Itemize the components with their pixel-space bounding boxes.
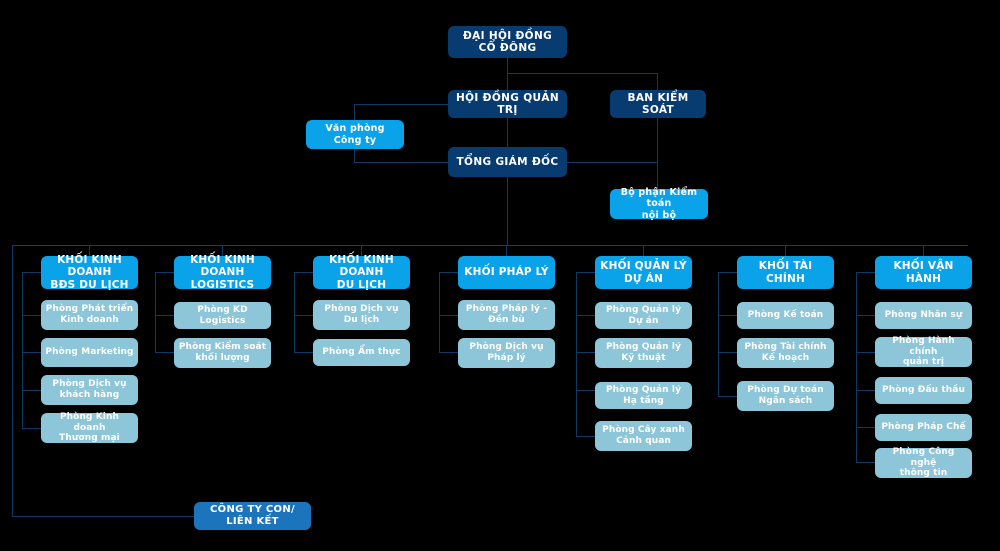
node-supervisory-board[interactable]: BAN KIỂM SOÁT: [610, 90, 706, 118]
connector-supervisory-down-stub: [657, 73, 658, 90]
connector-division-bus: [12, 245, 968, 246]
connector-col5-dept-3: [576, 390, 595, 391]
connector-col7-dept-1: [856, 315, 875, 316]
node-dept-7-4[interactable]: Phòng Pháp Chế: [875, 414, 972, 441]
connector-col1-dept-1: [22, 315, 41, 316]
connector-col4-dept-1: [439, 315, 458, 316]
connector-col1-head: [22, 272, 41, 273]
connector-office-up: [354, 104, 355, 120]
connector-col7-head: [856, 272, 875, 273]
connector-bus-drop-4: [506, 245, 507, 257]
connector-col4-head: [439, 272, 458, 273]
node-dept-5-4[interactable]: Phòng Cây xanh Cảnh quan: [595, 421, 692, 451]
connector-col1-spine: [22, 272, 23, 429]
node-dept-7-3[interactable]: Phòng Đấu thầu: [875, 377, 972, 404]
node-board-of-directors[interactable]: HỘI ĐỒNG QUẢN TRỊ: [448, 90, 567, 118]
connector-col6-dept-1: [718, 315, 737, 316]
connector-bod-to-gd: [507, 117, 508, 147]
connector-bus-drop-2: [222, 245, 223, 257]
connector-col3-dept-2: [294, 352, 313, 353]
connector-col2-spine: [155, 272, 156, 353]
connector-col5-dept-2: [576, 352, 595, 353]
connector-col5-spine: [576, 272, 577, 436]
node-division-2[interactable]: KHỐI KINH DOANH LOGISTICS: [174, 254, 271, 291]
connector-col1-dept-3: [22, 390, 41, 391]
node-dept-1-4[interactable]: Phòng Kinh doanh Thương mại: [41, 412, 138, 443]
node-dept-5-2[interactable]: Phòng Quản lý Kỹ thuật: [595, 338, 692, 368]
connector-col6-dept-2: [718, 352, 737, 353]
node-dept-5-3[interactable]: Phòng Quản lý Hạ tầng: [595, 382, 692, 409]
connector-spine-to-subsidiary: [12, 516, 194, 517]
node-company-office[interactable]: Văn phòng Công ty: [306, 120, 404, 149]
connector-col7-dept-2: [856, 352, 875, 353]
node-dept-3-1[interactable]: Phòng Dịch vụ Du lịch: [313, 300, 410, 330]
connector-col1-dept-4: [22, 428, 41, 429]
connector-bus-drop-1: [89, 245, 90, 257]
connector-office-to-gd-h: [354, 162, 448, 163]
connector-office-down: [354, 149, 355, 162]
connector-supervisory-to-audit: [657, 117, 658, 189]
node-division-3[interactable]: KHỐI KINH DOANH DU LỊCH: [313, 254, 410, 291]
node-dept-3-2[interactable]: Phòng Ẩm thực: [313, 339, 410, 366]
node-dept-2-1[interactable]: Phòng KD Logistics: [174, 302, 271, 329]
node-shareholders-meeting[interactable]: ĐẠI HỘI ĐỒNG CỔ ĐÔNG: [448, 26, 567, 58]
node-dept-7-5[interactable]: Phòng Công nghệ thông tin: [875, 447, 972, 478]
node-division-4[interactable]: KHỐI PHÁP LÝ: [458, 256, 555, 289]
node-dept-1-1[interactable]: Phòng Phát triển Kinh doanh: [41, 300, 138, 330]
node-general-director[interactable]: TỔNG GIÁM ĐỐC: [448, 147, 567, 177]
connector-bod-to-office-h: [354, 104, 448, 105]
connector-col3-dept-1: [294, 315, 313, 316]
connector-bus-drop-3: [361, 245, 362, 257]
connector-col3-head: [294, 272, 313, 273]
connector-col7-dept-4: [856, 427, 875, 428]
connector-bus-drop-7: [923, 245, 924, 257]
connector-bus-drop-6: [785, 245, 786, 257]
connector-col5-head: [576, 272, 595, 273]
connector-col6-head: [718, 272, 737, 273]
node-dept-4-2[interactable]: Phòng Dịch vụ Pháp lý: [458, 338, 555, 368]
node-subsidiary[interactable]: CÔNG TY CON/ LIÊN KẾT: [194, 502, 311, 530]
connector-col7-dept-5: [856, 462, 875, 463]
connector-gd-to-bus: [507, 177, 508, 245]
connector-left-spine: [12, 245, 13, 516]
connector-col4-spine: [439, 272, 440, 353]
connector-col5-dept-1: [576, 315, 595, 316]
node-dept-1-2[interactable]: Phòng Marketing: [41, 338, 138, 367]
connector-col2-head: [155, 272, 174, 273]
connector-col6-dept-3: [718, 396, 737, 397]
connector-col3-spine: [294, 272, 295, 353]
connector-col4-dept-2: [439, 352, 458, 353]
connector-gd-to-audit-spine: [567, 162, 658, 163]
node-division-7[interactable]: KHỐI VẬN HÀNH: [875, 256, 972, 289]
node-dept-7-1[interactable]: Phòng Nhân sự: [875, 302, 972, 329]
connector-col7-dept-3: [856, 390, 875, 391]
connector-col6-spine: [718, 272, 719, 396]
node-dept-6-2[interactable]: Phòng Tài chính Kế hoạch: [737, 338, 834, 368]
connector-col7-spine: [856, 272, 857, 462]
node-division-6[interactable]: KHỐI TÀI CHÍNH: [737, 256, 834, 289]
node-internal-audit[interactable]: Bộ phận Kiểm toán nội bộ: [610, 187, 708, 221]
connector-bus-drop-5: [643, 245, 644, 257]
node-dept-6-1[interactable]: Phòng Kế toán: [737, 302, 834, 329]
node-dept-6-3[interactable]: Phòng Dự toán Ngân sách: [737, 381, 834, 411]
connector-shareholders-to-supervisory: [507, 73, 658, 74]
node-dept-1-3[interactable]: Phòng Dịch vụ khách hàng: [41, 375, 138, 405]
connector-col5-dept-4: [576, 436, 595, 437]
node-dept-4-1[interactable]: Phòng Pháp lý - Đền bù: [458, 300, 555, 330]
node-dept-7-2[interactable]: Phòng Hành chính quản trị: [875, 336, 972, 367]
connector-col2-dept-1: [155, 315, 174, 316]
connector-col1-dept-2: [22, 352, 41, 353]
node-division-5[interactable]: KHỐI QUẢN LÝ DỰ ÁN: [595, 256, 692, 289]
connector-col2-dept-2: [155, 352, 174, 353]
node-division-1[interactable]: KHỐI KINH DOANH BĐS DU LỊCH: [41, 254, 138, 291]
node-dept-5-1[interactable]: Phòng Quản lý Dự án: [595, 302, 692, 329]
node-dept-2-2[interactable]: Phòng Kiểm soát khối lượng: [174, 338, 271, 368]
